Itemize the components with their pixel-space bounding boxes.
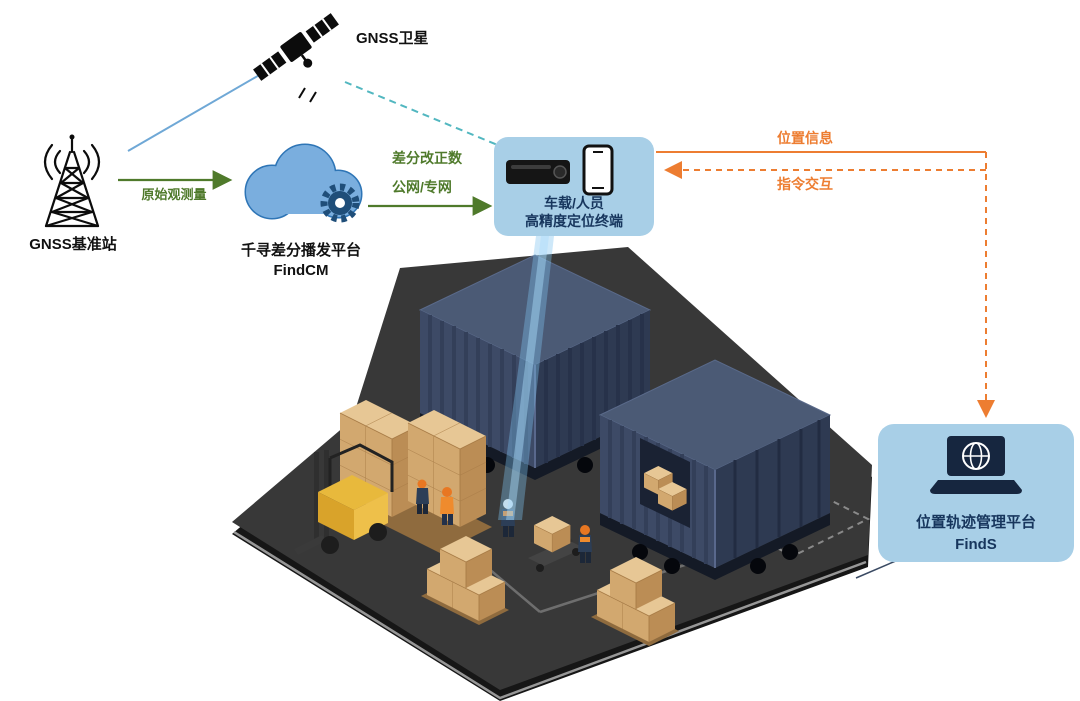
positioning-beam [498,236,554,520]
terminal-label-line1: 车载/人员 [544,195,604,211]
gnss-satellite-icon [253,13,339,103]
worker-2 [416,479,429,514]
radio-tower-icon [43,134,101,228]
cloud-platform-label: 千寻差分播发平台 [240,242,361,259]
platform-name: FindS [955,536,997,553]
satellite-to-base-line [127,69,269,152]
correction-label-line2: 公网/专网 [392,179,452,195]
position-info-line [656,151,995,418]
terminal-label-line2: 高精度定位终端 [525,213,623,229]
laptop-globe-icon [930,436,1022,494]
finds-bubble [855,424,1074,579]
raw-observation-label: 原始观测量 [141,187,207,202]
cloud-platform-name: FindCM [273,262,329,279]
command-interaction-label: 指令交互 [777,176,833,192]
container-2 [598,359,832,580]
worker-1 [440,487,454,525]
smartphone-icon [582,144,614,196]
correction-label-line1: 差分改正数 [392,150,462,166]
worker-3 [501,499,515,537]
satellite-label: GNSS卫星 [356,30,429,47]
forklift [294,443,394,555]
finds-callout-line [855,559,899,579]
cloud-gear-icon [244,143,363,223]
vehicle-terminal-box-icon [506,160,570,184]
platform-label: 位置轨迹管理平台 [915,514,1036,531]
position-info-label: 位置信息 [777,130,833,146]
gear-icon [320,183,360,223]
worker-4 [578,525,592,563]
pallet-jack [528,515,584,572]
base-station-label: GNSS基准站 [29,236,117,253]
terminal-bubble [494,137,654,236]
satellite-to-terminal-dashed-line [344,81,501,147]
